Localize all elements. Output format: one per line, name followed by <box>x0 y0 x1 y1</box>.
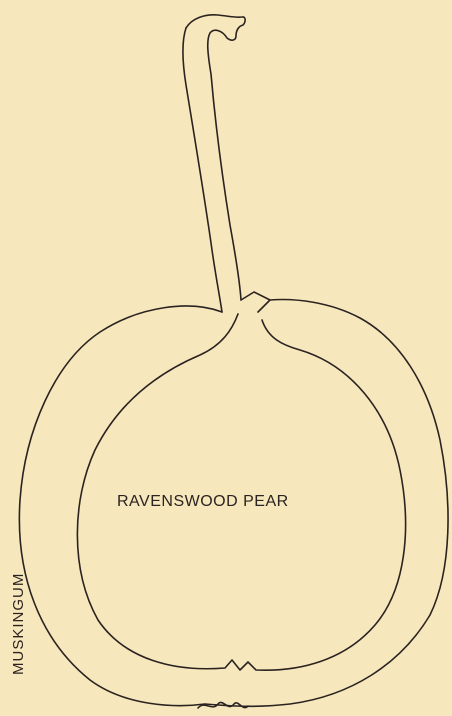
location-label: MUSKINGUM <box>10 505 30 675</box>
variety-label: RAVENSWOOD PEAR <box>117 493 289 511</box>
stem-cut <box>241 292 270 312</box>
stem-inner-line <box>183 28 222 312</box>
stem-outline <box>186 15 245 300</box>
